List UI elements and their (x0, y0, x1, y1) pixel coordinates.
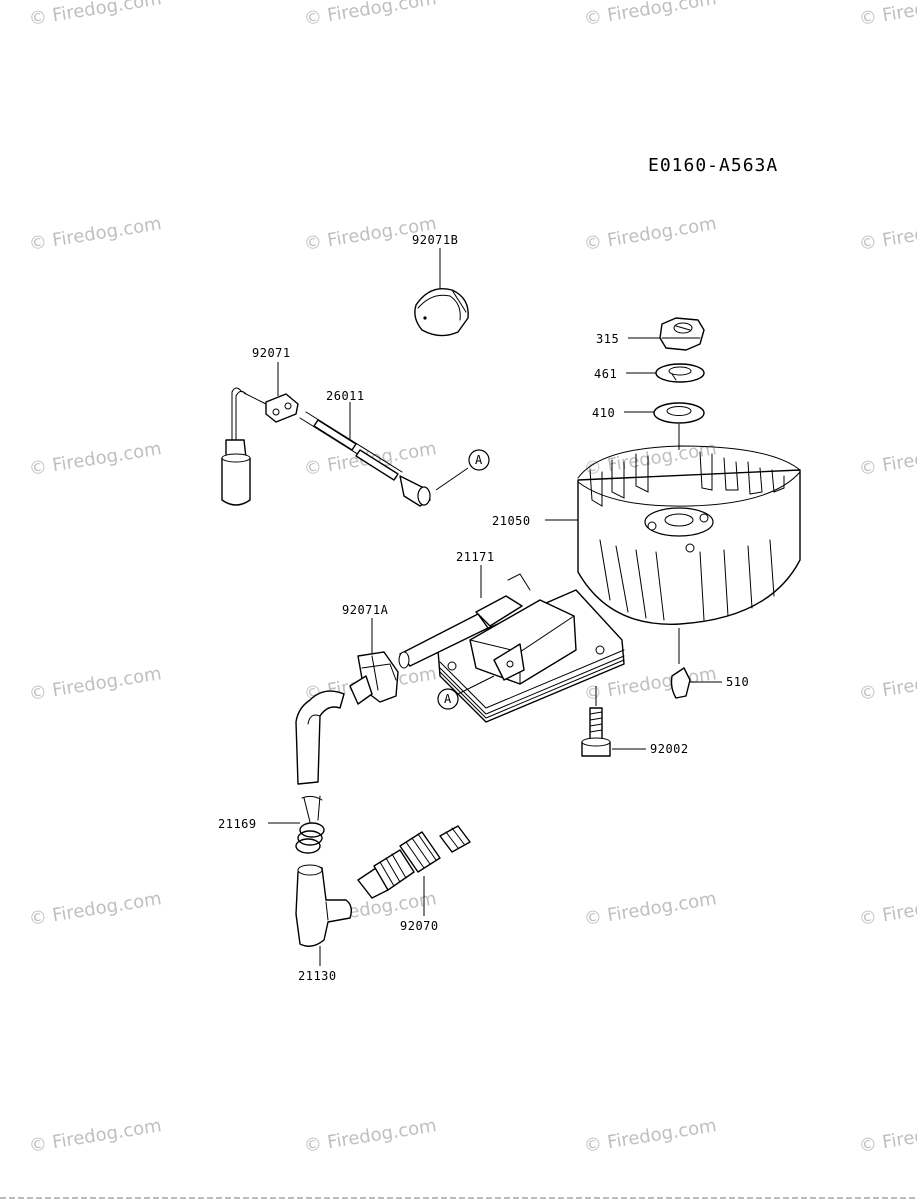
watermark: © Firedog.com (582, 888, 718, 930)
watermark: © Firedog.com (857, 0, 917, 30)
watermark: © Firedog.com (582, 1115, 718, 1157)
part-hose-tube[interactable] (295, 690, 345, 785)
watermark: © Firedog.com (582, 0, 718, 30)
callout-marker-label: A (475, 453, 483, 467)
label-315: 315 (596, 332, 619, 346)
watermark: © Firedog.com (857, 663, 917, 705)
label-510: 510 (726, 675, 749, 689)
label-92071: 92071 (252, 346, 291, 360)
part-21171-coil[interactable] (398, 565, 625, 723)
watermark: © Firedog.com (27, 213, 163, 255)
label-21171: 21171 (456, 550, 495, 564)
watermark: © Firedog.com (857, 888, 917, 930)
part-26011-lead[interactable] (299, 402, 469, 507)
watermark: © Firedog.com (27, 663, 163, 705)
label-461: 461 (594, 367, 617, 381)
label-410: 410 (592, 406, 615, 420)
label-92070: 92070 (400, 919, 439, 933)
watermark: © Firedog.com (27, 1115, 163, 1157)
part-461-lockwasher[interactable] (626, 363, 705, 383)
label-92071A: 92071A (342, 603, 389, 617)
part-92070-spark-plug[interactable] (357, 825, 471, 916)
watermark: © Firedog.com (27, 0, 163, 30)
part-92071-grommet[interactable] (221, 362, 299, 506)
part-92071A-boot[interactable] (349, 618, 399, 705)
watermark: © Firedog.com (27, 888, 163, 930)
callout-marker-a: A (437, 675, 495, 710)
watermark: © Firedog.com (857, 438, 917, 480)
label-21130: 21130 (298, 969, 337, 983)
part-92071B[interactable] (414, 248, 469, 337)
part-410-washer[interactable] (624, 402, 705, 450)
watermark: © Firedog.com (582, 213, 718, 255)
watermark: © Firedog.com (27, 438, 163, 480)
label-26011: 26011 (326, 389, 365, 403)
label-21050: 21050 (492, 514, 531, 528)
part-21130-plug-cap[interactable] (295, 864, 353, 966)
callout-marker-label: A (444, 692, 452, 706)
watermark: © Firedog.com (857, 213, 917, 255)
diagram-code: E0160-A563A (648, 155, 778, 176)
part-510-key[interactable] (670, 667, 723, 699)
label-21169: 21169 (218, 817, 257, 831)
label-92071B: 92071B (412, 233, 458, 247)
part-92002-bolt[interactable] (581, 686, 646, 757)
watermark: © Firedog.com (857, 1115, 917, 1157)
callout-marker-a: A (468, 449, 490, 471)
label-92002: 92002 (650, 742, 689, 756)
part-21169-spring[interactable] (268, 795, 325, 854)
part-labels: 92071B 315 461 410 92071 26011 21050 211… (218, 233, 749, 983)
watermark: © Firedog.com (302, 0, 438, 30)
part-315-nut[interactable] (628, 317, 705, 351)
part-21050-flywheel[interactable] (545, 445, 801, 664)
watermark: © Firedog.com (302, 1115, 438, 1157)
